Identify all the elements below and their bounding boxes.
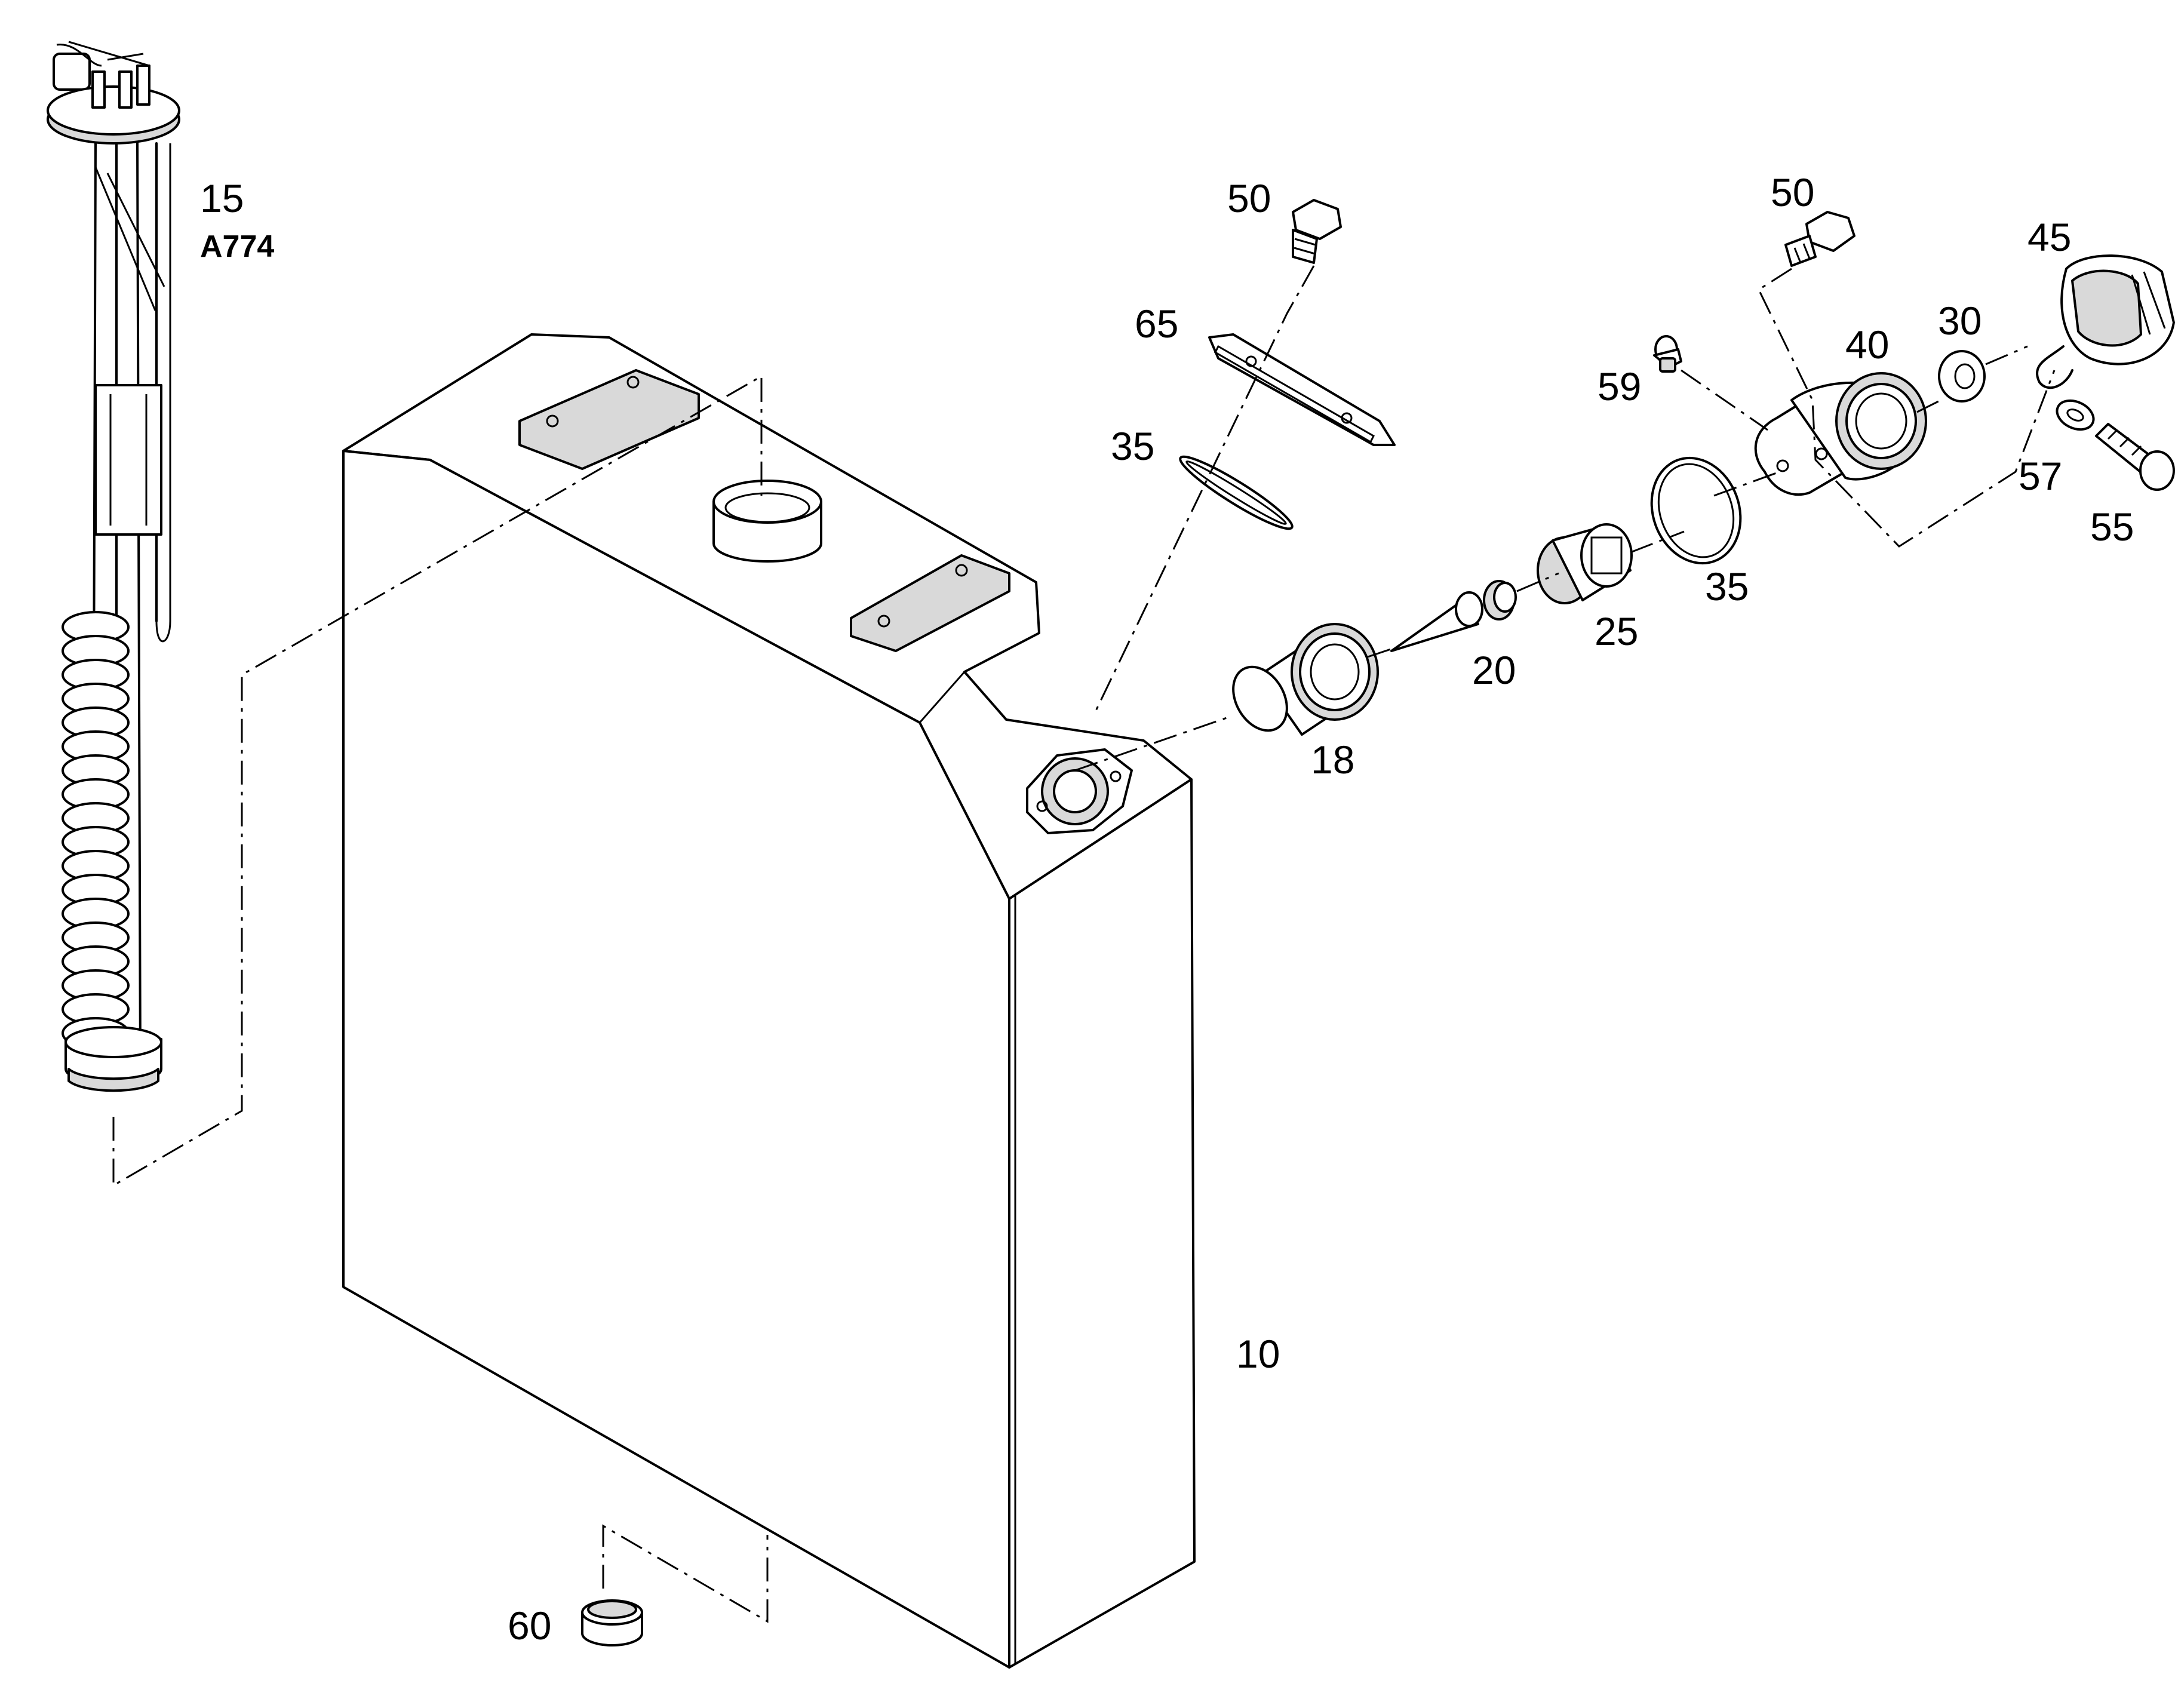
part-15-level-sender[interactable]	[47, 41, 180, 1092]
part-50-bolt-right[interactable]	[1784, 211, 1855, 267]
part-20-strainer[interactable]	[1390, 580, 1517, 652]
part-57-washer[interactable]	[2053, 395, 2099, 435]
label-50-right: 50	[1771, 170, 1814, 214]
label-60: 60	[508, 1603, 551, 1648]
label-10: 10	[1236, 1332, 1280, 1376]
assembly-leader-lines	[112, 265, 2056, 1623]
label-55: 55	[2090, 505, 2134, 549]
part-55-screw[interactable]	[2095, 423, 2175, 491]
label-35-upper: 35	[1111, 424, 1154, 468]
label-15: 15	[200, 176, 244, 220]
label-18: 18	[1311, 738, 1354, 782]
label-30: 30	[1938, 299, 1982, 343]
label-35-lower: 35	[1705, 564, 1749, 609]
part-60-drain-plug[interactable]	[581, 1599, 643, 1646]
label-65: 65	[1135, 302, 1178, 346]
part-number-labels: 10 15 A774 18 20 25 30 35 35 40 45 50 50…	[200, 170, 2134, 1648]
part-10-tank[interactable]	[342, 333, 1196, 1669]
part-30-washer[interactable]	[1938, 350, 1986, 403]
label-57: 57	[2019, 454, 2062, 498]
part-40-filler-housing[interactable]	[1754, 372, 1927, 496]
label-59: 59	[1598, 364, 1641, 408]
part-45-fuel-cap[interactable]	[2036, 254, 2175, 389]
part-25-valve[interactable]	[1537, 523, 1633, 604]
coil	[62, 611, 130, 1049]
part-35-o-ring-lower[interactable]	[1638, 446, 1755, 576]
part-65-gasket-plate[interactable]	[1208, 333, 1396, 446]
part-59-cap-nut[interactable]	[1653, 335, 1682, 373]
part-18-filler-tube[interactable]	[1222, 623, 1379, 740]
part-35-o-ring-upper[interactable]	[1175, 448, 1298, 536]
label-15-code: A774	[200, 229, 274, 264]
label-45: 45	[2027, 215, 2071, 259]
label-20: 20	[1472, 648, 1516, 692]
label-25: 25	[1595, 609, 1638, 653]
label-40: 40	[1845, 322, 1889, 367]
label-50-left: 50	[1227, 176, 1271, 220]
part-50-bolt-left[interactable]	[1292, 199, 1342, 264]
